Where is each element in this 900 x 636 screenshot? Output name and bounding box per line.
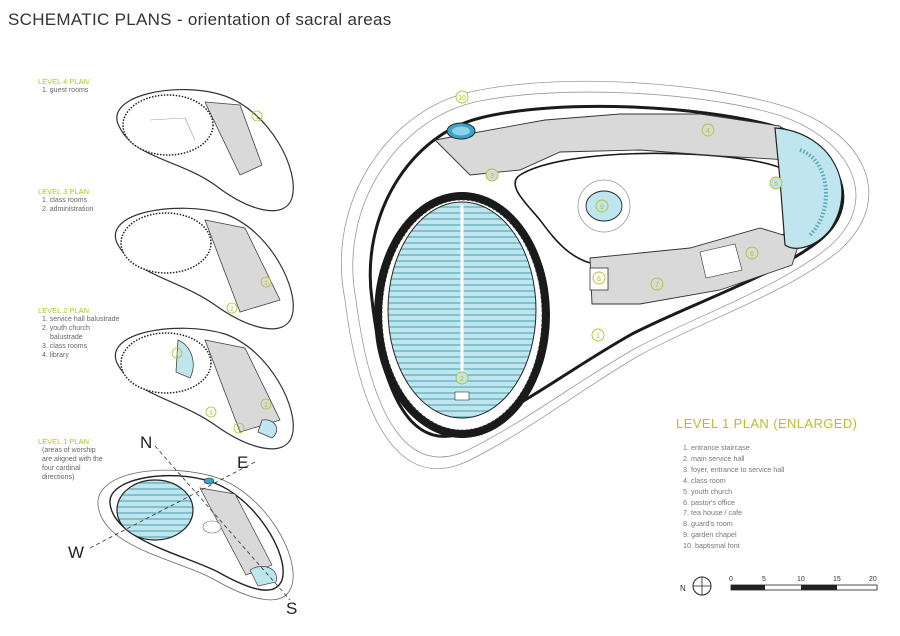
main-plan (340, 80, 870, 470)
level-2-heading: LEVEL 2 PLAN (38, 306, 90, 315)
level-4-heading: LEVEL 4 PLAN (38, 77, 90, 86)
scale-tick-label: 15 (833, 576, 841, 583)
legend-item: 1. entrance staircase (683, 443, 750, 452)
north-label: N (680, 584, 686, 593)
level-1-heading: LEVEL 1 PLAN (38, 437, 90, 446)
marker-4: 4 (706, 128, 710, 135)
marker-7: 7 (655, 282, 659, 289)
main-plan-heading: LEVEL 1 PLAN (ENLARGED) (676, 416, 858, 431)
svg-text:2: 2 (264, 403, 268, 409)
marker-10: 10 (458, 95, 466, 102)
marker-5: 5 (774, 181, 778, 188)
compass-east: E (237, 453, 248, 472)
main-legend: 1. entrance staircase 2. main service ha… (683, 443, 784, 552)
legend-item: 8. guard's room (683, 519, 733, 529)
legend-item: 3. foyer, entrance to service hall (683, 464, 785, 474)
compass-north: N (140, 433, 152, 452)
axis-ns-line (154, 445, 291, 601)
level-4-notes: LEVEL 4 PLAN 1. guest rooms (38, 77, 89, 95)
level-2-item: 3. class rooms (42, 343, 88, 350)
level-2-notes: LEVEL 2 PLAN 1. service hall balustrade … (38, 306, 119, 360)
level-1-item: four cardinal (42, 465, 81, 472)
level-1-item: (areas of worship (42, 447, 96, 454)
scale-tick-label: 0 (729, 576, 733, 583)
scale-bar (692, 576, 878, 596)
svg-text:2: 2 (230, 307, 234, 313)
level-2-item: balustrade (50, 334, 83, 341)
level-3-item: 1. class rooms (42, 197, 88, 204)
marker-3: 3 (490, 173, 494, 180)
level-1-small-plan (89, 445, 294, 601)
level-1-item: directions) (42, 474, 75, 481)
compass-south: S (286, 599, 297, 618)
page-title: SCHEMATIC PLANS - orientation of sacral … (8, 10, 392, 29)
legend-item: 5. youth church (683, 486, 733, 496)
legend-item: 2. main service hall (683, 453, 745, 463)
scale-tick-label: 5 (762, 576, 766, 583)
compass-west: W (68, 543, 84, 562)
level-2-item: 4. library (42, 352, 69, 359)
level-1-notes: LEVEL 1 PLAN (areas of worship are align… (38, 437, 103, 482)
level-2-plan: 1 2 3 4 (114, 327, 294, 450)
level-4-item: 1. guest rooms (42, 87, 89, 94)
legend-item: 7. tea house / cafe (683, 508, 743, 518)
legend-item: 6. pastor's office (683, 497, 735, 507)
svg-text:3: 3 (209, 411, 213, 417)
svg-text:1: 1 (264, 281, 268, 287)
scale-tick-label: 10 (797, 576, 805, 583)
axis-ew-line (89, 461, 256, 549)
marker-2: 2 (460, 376, 464, 383)
level-3-item: 2. administration (42, 206, 94, 213)
marker-6: 6 (750, 251, 754, 258)
svg-text:1: 1 (175, 352, 179, 358)
legend-item: 9. garden chapel (683, 530, 737, 540)
marker-1: 1 (596, 333, 600, 340)
scale-tick-label: 20 (869, 576, 877, 583)
level-1-item: are aligned with the (42, 456, 103, 463)
legend-item: 10. baptismal font (683, 541, 740, 551)
main-markers: 10 1 2 3 4 5 6 7 8 9 (455, 90, 783, 385)
svg-text:1: 1 (255, 115, 259, 121)
level-2-item: 2. youth church (42, 325, 90, 332)
level-3-heading: LEVEL 3 PLAN (38, 187, 90, 196)
legend-item: 4. class room (683, 475, 726, 485)
marker-8: 8 (597, 276, 601, 283)
svg-text:4: 4 (237, 427, 241, 433)
level-4-plan: 1 (116, 89, 294, 212)
marker-9: 9 (600, 204, 604, 211)
level-3-plan: 1 2 (114, 207, 294, 330)
level-2-item: 1. service hall balustrade (42, 316, 120, 323)
level-3-notes: LEVEL 3 PLAN 1. class rooms 2. administr… (38, 187, 93, 214)
